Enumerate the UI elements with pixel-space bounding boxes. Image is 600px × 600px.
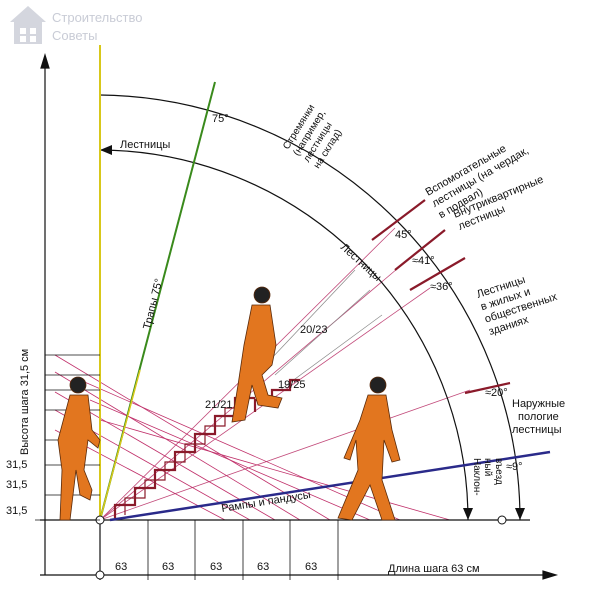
angle-41: ≈41° <box>412 255 435 267</box>
y-tick-3: 31,5 <box>6 505 27 517</box>
angle-markers <box>371 199 511 395</box>
gray-rays <box>269 269 383 391</box>
trap-label: Трапы 75° <box>141 277 165 330</box>
svg-text:ный: ный <box>482 458 493 476</box>
markers <box>95 515 507 580</box>
inner-arc <box>99 149 469 521</box>
angle-36: ≈36° <box>430 281 453 293</box>
angle-20: ≈20° <box>485 387 508 399</box>
arc-arrowheads <box>100 145 525 520</box>
svg-text:Наклон-: Наклон- <box>471 458 482 496</box>
ratio-19-25: 19/25 <box>278 379 306 391</box>
house-logo-icon <box>10 6 46 44</box>
angle-45: 45° <box>395 229 412 241</box>
svg-text:пологие: пологие <box>518 411 559 423</box>
staircase <box>113 378 300 518</box>
public-ladders-label: Лестницы в жилых и общественных зданиях <box>475 274 559 338</box>
outdoor-ladders-label: Наружные пологие лестницы <box>512 398 565 436</box>
ratio-21-21: 21/21 <box>205 399 233 411</box>
angle-75: 75° <box>212 113 229 125</box>
watermark: Строительство Советы <box>10 6 142 44</box>
watermark-line2: Советы <box>52 28 97 43</box>
ramps-label: Рампы и пандусы <box>221 489 312 515</box>
y-axis-label: Высота шага 31,5 см <box>19 349 31 455</box>
svg-text:Наружные: Наружные <box>512 398 565 410</box>
person-middle-icon <box>231 286 283 423</box>
x-tick-1: 63 <box>115 561 127 573</box>
svg-text:лестницы: лестницы <box>512 424 562 436</box>
ramp-line <box>109 450 551 522</box>
svg-text:въезд: въезд <box>493 458 504 485</box>
y-axis-arrow-icon <box>40 52 50 69</box>
x-axis-arrow-icon <box>542 570 559 580</box>
stepladder-label: Стремянки (например, лестницы на склад) <box>281 103 344 171</box>
x-tick-marks <box>147 520 339 580</box>
watermark-line1: Строительство <box>52 10 142 25</box>
y-tick-1: 31,5 <box>6 459 27 471</box>
x-tick-3: 63 <box>210 561 222 573</box>
ratio-20-23: 20/23 <box>300 324 328 336</box>
person-right-icon <box>337 376 401 521</box>
x-axis-label: Длина шага 63 см <box>388 563 480 575</box>
trap-yellow-line <box>99 369 141 521</box>
x-tick-4: 63 <box>257 561 269 573</box>
y-tick-2: 31,5 <box>6 479 27 491</box>
person-left-icon <box>57 376 101 521</box>
angle-9: ≈9° <box>506 461 523 473</box>
ladders-top-label: Лестницы <box>120 139 170 151</box>
x-tick-2: 63 <box>162 561 174 573</box>
incline-label: Наклон- ный въезд <box>471 458 504 496</box>
x-tick-5: 63 <box>305 561 317 573</box>
